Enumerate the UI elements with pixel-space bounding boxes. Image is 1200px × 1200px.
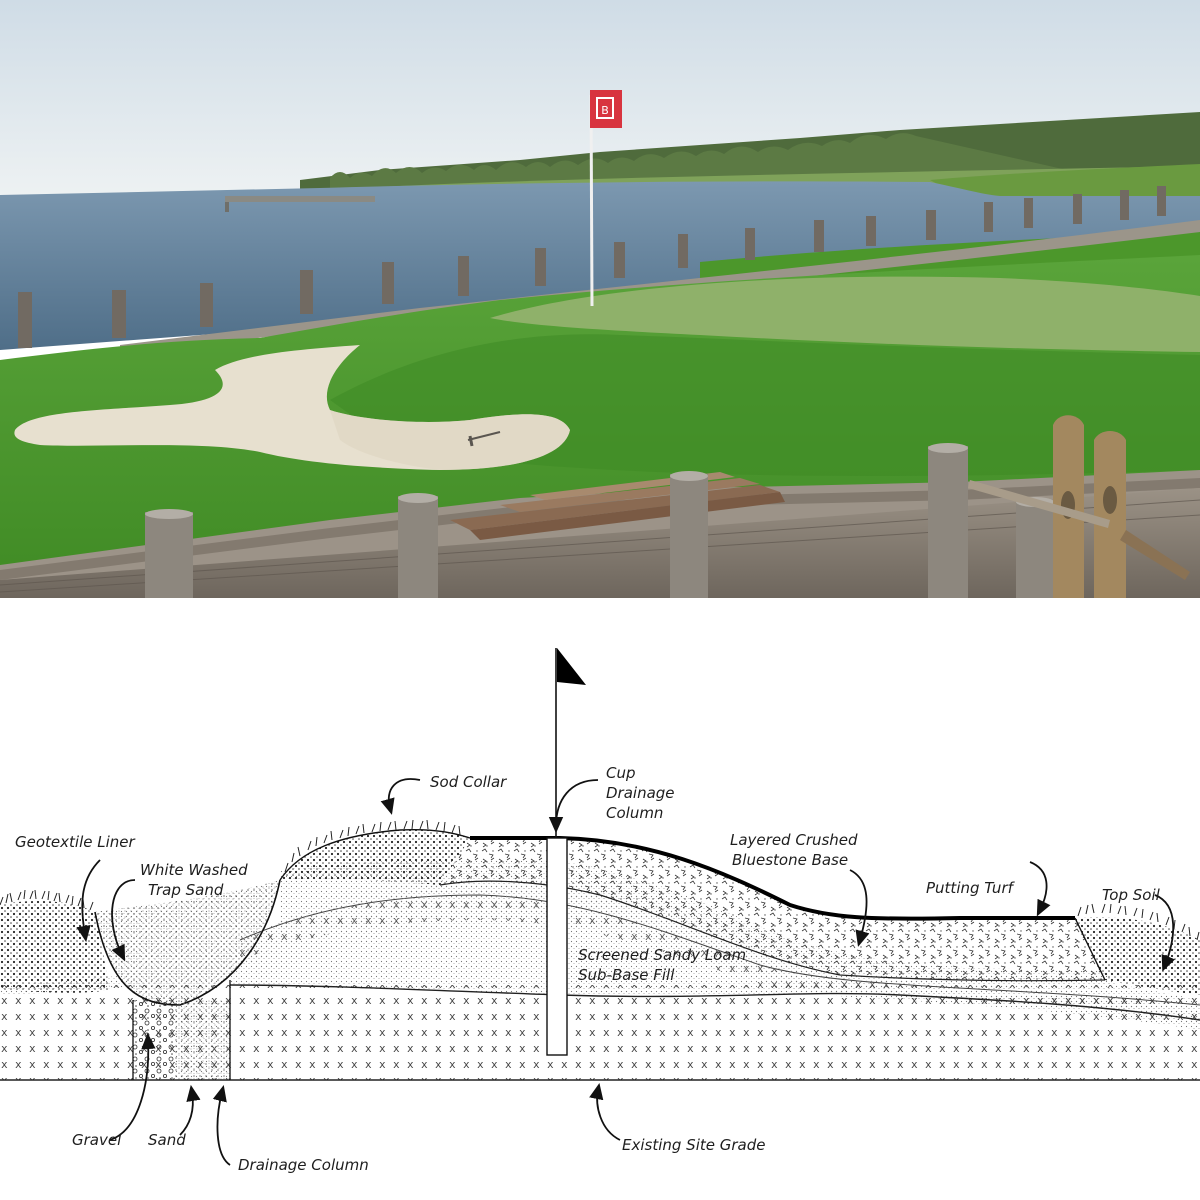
label-cup: Cup [606, 764, 636, 782]
bluestone-base [440, 838, 1105, 981]
putting-green [490, 276, 1200, 352]
geotextile-arrow [76, 859, 101, 943]
label-trap-sand: Trap Sand [148, 881, 224, 899]
label-sand: Sand [148, 1131, 186, 1149]
cup-arrow [548, 779, 599, 834]
leader-arrows [76, 778, 1176, 1166]
trap-sand-arrow [111, 879, 136, 962]
label-layered-crushed: Layered Crushed [730, 831, 858, 849]
label-gravel: Gravel [72, 1131, 122, 1149]
back-posts [18, 186, 1166, 348]
grass-tufts [0, 819, 1200, 941]
label-sod-collar: Sod Collar [430, 773, 507, 791]
green-cross-section-diagram: x [0, 600, 1200, 1200]
cup-drainage-column [546, 837, 568, 1056]
putting-turf-line [470, 836, 1075, 921]
left-mound-topsoil [0, 900, 110, 993]
label-existing-site-grade: Existing Site Grade [622, 1136, 765, 1154]
label-drainage: Drainage [606, 784, 675, 802]
pilings-right [1053, 415, 1126, 600]
svg-text:B: B [601, 104, 609, 117]
site-grade-arrow [589, 1082, 621, 1141]
sod-collar-arrow [380, 778, 421, 815]
flag-pole [589, 94, 594, 307]
golf-green-photo-illustration: B [0, 0, 1200, 600]
gravel-arrow [109, 1032, 156, 1141]
right-topsoil [1075, 917, 1200, 995]
front-posts [145, 443, 1054, 600]
gravel-column [133, 1000, 175, 1080]
putting-turf-arrow [1029, 861, 1051, 917]
bluestone-arrow [849, 869, 870, 947]
drainage-column-arrow [212, 1085, 231, 1166]
label-white-washed: White Washed [140, 861, 248, 879]
photo-flag [590, 90, 622, 128]
diagram-flag [557, 648, 586, 685]
label-geotextile-liner: Geotextile Liner [15, 833, 135, 851]
label-column: Column [606, 804, 663, 822]
top-soil-arrow [1154, 894, 1176, 972]
cross-section-svg: x [0, 648, 1200, 1174]
label-putting-turf: Putting Turf [926, 879, 1016, 897]
sod-collar-mound [280, 829, 470, 885]
golf-green-photo: B [0, 0, 1200, 600]
label-bluestone-base: Bluestone Base [732, 851, 848, 869]
label-drainage-column: Drainage Column [238, 1156, 369, 1174]
label-sandy-loam: Screened Sandy Loam [578, 946, 746, 964]
label-sub-base-fill: Sub-Base Fill [578, 966, 675, 984]
sand-arrow [179, 1084, 201, 1136]
label-top-soil: Top Soil [1102, 886, 1161, 904]
